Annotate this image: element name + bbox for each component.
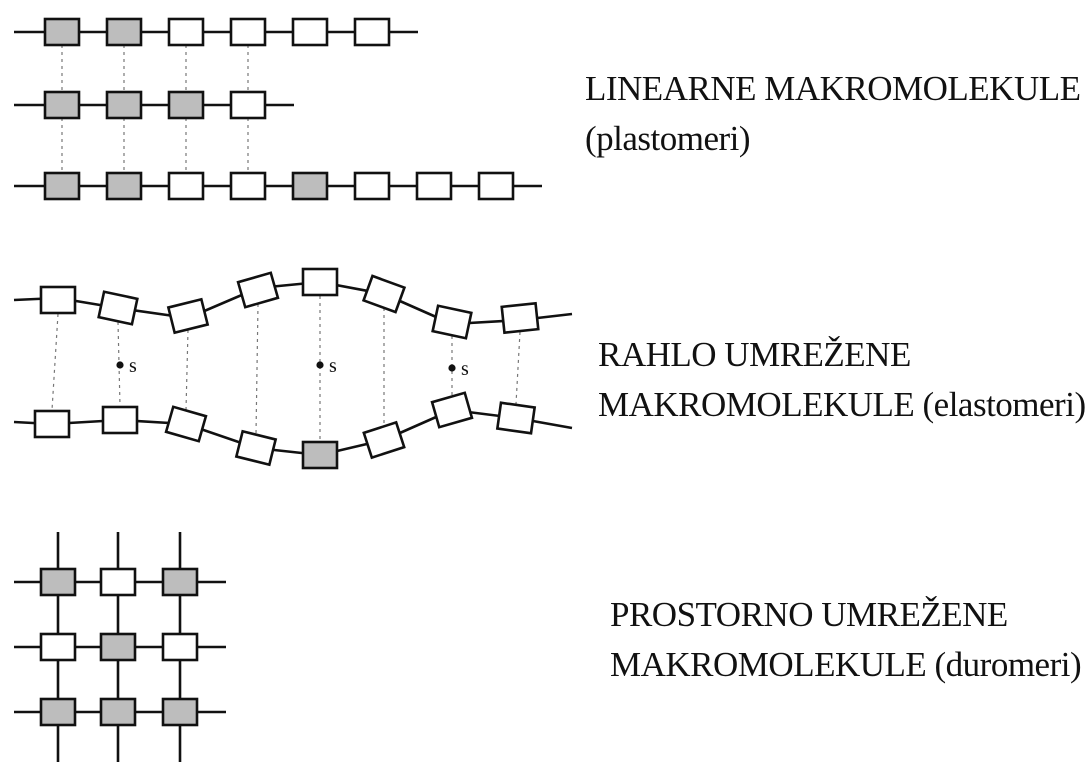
monomer-unit (43, 90, 81, 120)
monomer-unit (39, 285, 77, 315)
network-unit (99, 632, 137, 662)
monomer-unit (105, 90, 143, 120)
linear-macromolecules-label: LINEARNE MAKROMOLEKULE (plastomeri) (585, 64, 1081, 164)
monomer-unit (167, 17, 205, 47)
loosely-crosslinked-label: RAHLO UMREŽENE MAKROMOLEKULE (elastomeri… (598, 330, 1086, 430)
loose-subtitle: MAKROMOLEKULE (elastomeri) (598, 385, 1086, 424)
monomer-unit (500, 301, 540, 335)
network-unit (99, 697, 137, 727)
network-unit (39, 697, 77, 727)
monomer-unit (415, 171, 453, 201)
crosslink-dot (448, 364, 456, 372)
monomer-unit (229, 171, 267, 201)
crosslink-marker: s (329, 355, 337, 377)
spatially-crosslinked-label: PROSTORNO UMREŽENE MAKROMOLEKULE (durome… (610, 590, 1082, 690)
network-unit (39, 632, 77, 662)
crosslink (51, 313, 59, 411)
spatially-crosslinked-drawing (14, 532, 226, 762)
monomer-unit (430, 391, 474, 429)
network-unit (161, 632, 199, 662)
loose-title: RAHLO UMREŽENE (598, 335, 911, 374)
monomer-unit (43, 17, 81, 47)
monomer-unit (362, 420, 406, 460)
crosslink (255, 303, 259, 435)
spatial-title: PROSTORNO UMREŽENE (610, 595, 1008, 634)
monomer-unit (291, 171, 329, 201)
monomer-unit (97, 290, 139, 326)
monomer-unit (353, 171, 391, 201)
monomer-unit (236, 271, 280, 309)
network-unit (99, 567, 137, 597)
monomer-unit (477, 171, 515, 201)
monomer-unit (229, 17, 267, 47)
crosslink (185, 329, 189, 411)
chain-backbone (13, 408, 573, 457)
crosslink-marker: s (129, 355, 137, 377)
monomer-unit (101, 405, 139, 435)
monomer-unit (291, 17, 329, 47)
monomer-unit (33, 409, 71, 439)
monomer-unit (105, 17, 143, 47)
network-unit (161, 567, 199, 597)
monomer-unit (105, 171, 143, 201)
crosslink-marker: s (461, 358, 469, 380)
network-unit (39, 567, 77, 597)
network-unit (161, 697, 199, 727)
monomer-unit (167, 171, 205, 201)
monomer-unit (495, 401, 537, 435)
linear-title: LINEARNE MAKROMOLEKULE (585, 69, 1081, 108)
linear-subtitle: (plastomeri) (585, 119, 751, 158)
monomer-unit (431, 304, 473, 340)
monomer-unit (361, 274, 407, 314)
monomer-unit (43, 171, 81, 201)
monomer-unit (164, 405, 208, 443)
monomer-unit (166, 297, 210, 335)
monomer-unit (301, 267, 339, 297)
linear-macromolecules-drawing (14, 17, 542, 201)
monomer-unit (234, 429, 278, 467)
crosslink-dot (116, 361, 124, 369)
monomer-unit (167, 90, 205, 120)
crosslink-dot (316, 361, 324, 369)
monomer-unit (301, 440, 339, 470)
monomer-unit (353, 17, 391, 47)
crosslink (515, 331, 521, 405)
monomer-unit (229, 90, 267, 120)
chain-backbone (13, 280, 573, 326)
spatial-subtitle: MAKROMOLEKULE (duromeri) (610, 645, 1082, 684)
